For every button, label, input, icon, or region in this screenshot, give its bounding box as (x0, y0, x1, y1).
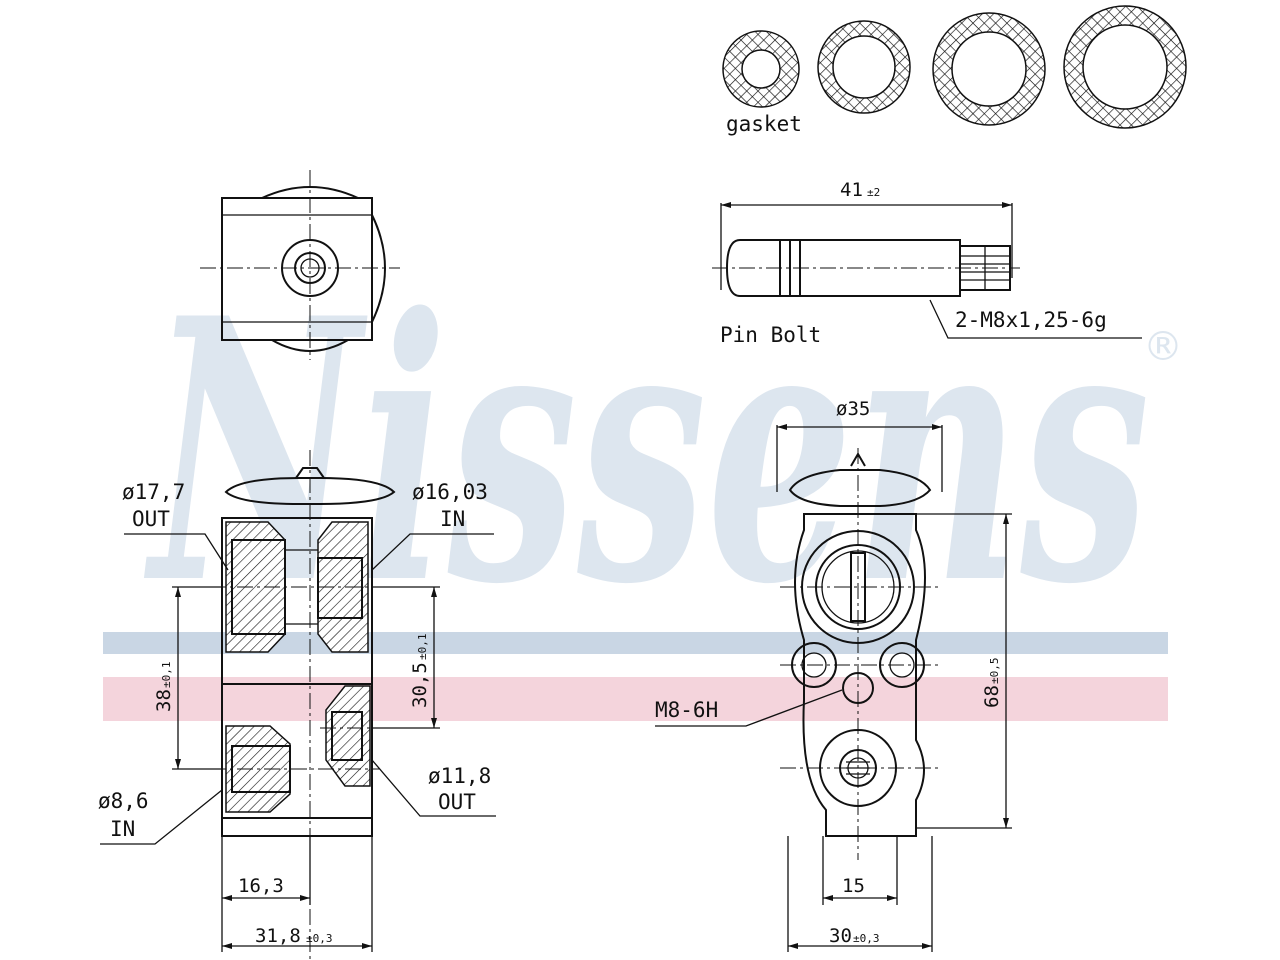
dim-15-value: 15 (842, 875, 865, 897)
dim-30-5-value: 30,5 (409, 662, 431, 708)
left-top-view (200, 170, 400, 360)
right-top-diameter: ø35 (836, 398, 870, 420)
pin-bolt-title: Pin Bolt (720, 323, 821, 347)
dim-68-tol: ±0,5 (988, 658, 1001, 685)
pin-bolt-drawing: 41 ±2 2-M8x1,25-6g Pin Bolt (712, 179, 1142, 347)
left-inlet-bottom-diameter: ø8,6 (98, 789, 149, 813)
right-front-view: ø35 M8-6H 68 ±0,5 (655, 398, 1012, 952)
dim-31-8-value: 31,8 (255, 925, 301, 947)
gasket-rings: gasket (722, 5, 1187, 136)
pin-bolt-length-tol: ±2 (867, 186, 880, 199)
left-outlet-bottom-direction: OUT (438, 790, 476, 814)
left-inlet-top-diameter: ø16,03 (412, 480, 488, 504)
left-outlet-top-direction: OUT (132, 507, 170, 531)
left-inlet-top-direction: IN (440, 507, 465, 531)
right-thread-hole-label: M8-6H (655, 698, 718, 722)
watermark-registered-mark: ® (1143, 324, 1183, 370)
watermark-brand-text: Nissens (143, 240, 1150, 663)
watermark-blue-band (103, 632, 1168, 654)
dim-30-5-tol: ±0,1 (416, 634, 429, 661)
pin-bolt-length-value: 41 (840, 179, 863, 201)
dim-68-value: 68 (981, 685, 1003, 708)
left-inlet-bottom-direction: IN (110, 817, 135, 841)
gasket-ring-4 (1063, 5, 1187, 129)
gasket-ring-2 (817, 20, 911, 114)
left-outlet-top-diameter: ø17,7 (122, 480, 185, 504)
dim-16-3-value: 16,3 (238, 875, 284, 897)
dim-38-value: 38 (153, 689, 175, 712)
brand-watermark: Nissens ® (103, 240, 1183, 721)
dim-38-tol: ±0,1 (160, 662, 173, 689)
dim-31-8-tol: ±0,3 (306, 932, 333, 945)
dim-30-tol: ±0,3 (853, 932, 880, 945)
gasket-label: gasket (726, 112, 802, 136)
gasket-ring-3 (932, 12, 1046, 126)
left-section-view: ø17,7 OUT ø16,03 IN ø8,6 IN ø11,8 OUT 38… (98, 450, 496, 960)
gasket-ring-1 (722, 30, 800, 108)
left-outlet-bottom-diameter: ø11,8 (428, 764, 491, 788)
pin-bolt-thread-label: 2-M8x1,25-6g (955, 308, 1107, 332)
dim-30-value: 30 (829, 925, 852, 947)
